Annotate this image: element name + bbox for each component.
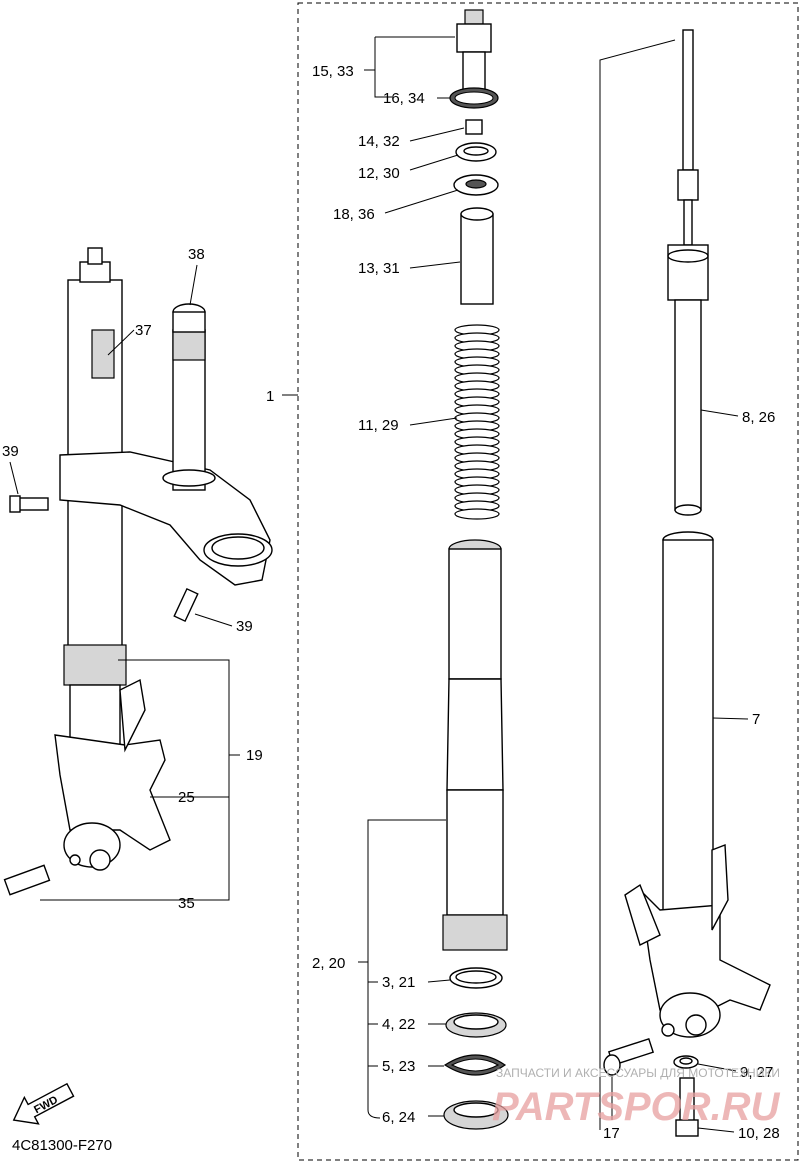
bracket-15-16 — [364, 36, 455, 98]
leader-7 — [712, 717, 749, 720]
leader-39-lower — [194, 613, 233, 627]
watermark-subtitle: ЗАПЧАСТИ И АКСЕССУАРЫ ДЛЯ МОТОТЕХНИКИ — [496, 1066, 780, 1080]
bracket-19 — [40, 659, 230, 901]
leader-18-36 — [384, 189, 459, 214]
leader-38 — [189, 264, 198, 306]
fwd-arrow: FWD — [12, 1082, 75, 1125]
label-18-36: 18, 36 — [333, 206, 375, 223]
label-7: 7 — [752, 711, 760, 728]
label-9-27: 9, 27 — [740, 1064, 773, 1081]
label-5-23: 5, 23 — [382, 1058, 415, 1075]
bracket-1-right — [599, 39, 676, 1130]
label-1: 1 — [266, 388, 274, 405]
label-17: 17 — [603, 1125, 620, 1142]
label-13-31: 13, 31 — [358, 260, 400, 277]
bracket-2-20 — [358, 819, 446, 1119]
leader-9-27 — [697, 1063, 737, 1072]
fwd-label: FWD — [32, 1094, 60, 1116]
label-16-34: 16, 34 — [383, 90, 425, 107]
leader-12-30 — [409, 154, 459, 171]
label-4-22: 4, 22 — [382, 1016, 415, 1033]
inner-tube-and-damper-right — [603, 29, 771, 1137]
label-39-lower: 39 — [236, 618, 253, 635]
label-2-20: 2, 20 — [312, 955, 345, 972]
leader-37 — [107, 329, 135, 356]
label-10-28: 10, 28 — [738, 1125, 780, 1142]
label-6-24: 6, 24 — [382, 1109, 415, 1126]
leader-14-32 — [409, 127, 465, 142]
fork-spring — [454, 324, 500, 520]
watermark-brand: PARTSPOR.RU — [492, 1085, 781, 1129]
diagram-code: 4C81300-F270 — [12, 1137, 112, 1154]
fork-assembly-left — [3, 247, 273, 896]
label-15-33: 15, 33 — [312, 63, 354, 80]
leader-10-28 — [697, 1127, 735, 1133]
label-25: 25 — [178, 789, 195, 806]
label-39-upper: 39 — [2, 443, 19, 460]
label-37: 37 — [135, 322, 152, 339]
exploded-parts-center — [442, 9, 509, 1130]
leader-3-21 — [427, 979, 451, 983]
exploded-view-frame — [297, 2, 799, 1161]
leader-39-upper — [9, 461, 19, 495]
label-14-32: 14, 32 — [358, 133, 400, 150]
leader-13-31 — [409, 261, 461, 269]
label-35: 35 — [178, 895, 195, 912]
label-12-30: 12, 30 — [358, 165, 400, 182]
label-8-26: 8, 26 — [742, 409, 775, 426]
label-19: 19 — [246, 747, 263, 764]
label-11-29: 11, 29 — [358, 417, 399, 434]
label-38: 38 — [188, 246, 205, 263]
leader-8-26 — [700, 409, 739, 417]
leader-11-29 — [409, 417, 458, 426]
label-3-21: 3, 21 — [382, 974, 415, 991]
